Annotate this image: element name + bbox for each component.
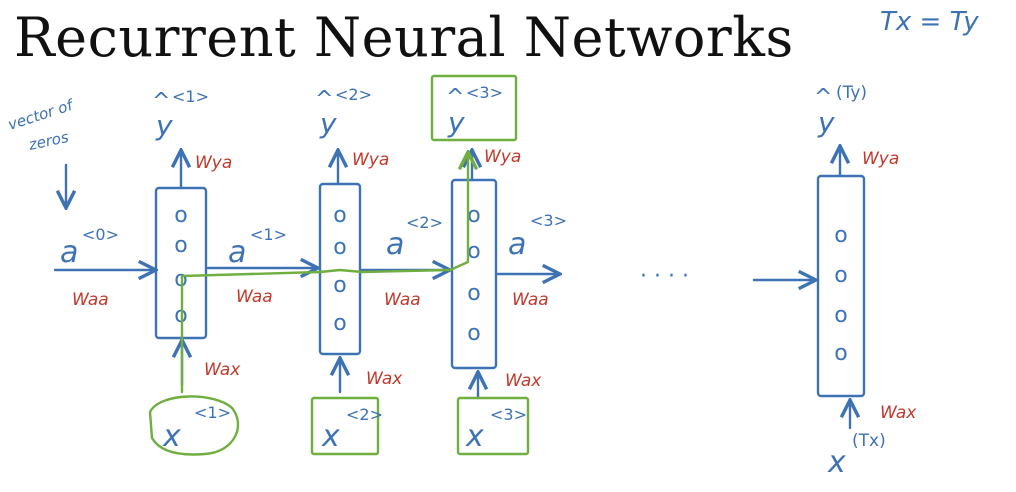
waa-label-2: Waa: [236, 287, 273, 307]
cell-3-unit-1: o: [467, 203, 480, 228]
wax-label-1: Wax: [204, 360, 241, 380]
cell-3-unit-2: o: [467, 239, 480, 264]
vector-of-zeros-note-line1: vector of: [6, 95, 78, 134]
cell-final-unit-1: o: [834, 223, 847, 248]
a3-label: a: [508, 227, 526, 262]
x-sup-3: <3>: [490, 405, 527, 424]
y-hat-1: y: [155, 109, 173, 142]
vector-of-zeros-note-line2: zeros: [26, 128, 70, 154]
wax-label-3: Wax: [505, 371, 542, 391]
time-step-3: o o o o Wya ^ <3> y Wax x <3>: [430, 74, 542, 456]
wya-label-2: Wya: [352, 150, 389, 170]
rnn-cell-3: [450, 178, 498, 370]
cell-final-unit-4: o: [834, 341, 847, 366]
x-label-1: x: [162, 419, 181, 454]
wya-label-3: Wya: [484, 147, 521, 167]
time-step-1: o o o o Wya ^ <1> y Wax x <1>: [148, 87, 241, 456]
time-step-final: o o o o Wya ^ (Ty) y Wax x (Tx): [814, 83, 917, 480]
x-sup-final: (Tx): [852, 431, 886, 451]
x-label-3: x: [465, 419, 484, 454]
waa-label-3: Waa: [384, 290, 421, 310]
y-hat-mark-2: ^: [315, 87, 333, 112]
cell-2-unit-3: o: [333, 273, 346, 298]
y-hat-3: y: [447, 106, 465, 139]
a0-superscript: <0>: [82, 225, 119, 244]
wya-label-final: Wya: [862, 149, 899, 169]
x-input-box-2: [310, 396, 380, 456]
cell-final-unit-2: o: [834, 263, 847, 288]
cell-final-unit-3: o: [834, 303, 847, 328]
y-hat-mark-3: ^: [446, 85, 464, 110]
time-step-2: o o o o Wya ^ <2> y Wax x <2>: [310, 85, 403, 456]
cell-2-unit-2: o: [333, 235, 346, 260]
cell-3-unit-3: o: [467, 281, 480, 306]
wax-label-final: Wax: [880, 403, 917, 423]
cell-1-unit-2: o: [174, 233, 187, 258]
cell-1-units: o: [174, 203, 187, 228]
slide-title: Recurrent Neural Networks: [14, 6, 794, 69]
corner-note: Tx = Ty: [880, 7, 979, 37]
a1-superscript: <1>: [250, 225, 287, 244]
y-hat-box-3: [430, 74, 518, 142]
wax-label-2: Wax: [366, 369, 403, 389]
cell-2-unit-4: o: [333, 311, 346, 336]
a1-label: a: [228, 235, 246, 270]
cell-2-unit-1: o: [333, 203, 346, 228]
y-hat-mark-1: ^: [152, 89, 170, 114]
x-sup-2: <2>: [346, 405, 383, 424]
y-sup-3: <3>: [466, 83, 503, 102]
y-hat-2: y: [319, 107, 337, 140]
y-sup-1: <1>: [172, 87, 209, 106]
wya-label-1: Wya: [195, 153, 232, 173]
y-sup-2: <2>: [335, 85, 372, 104]
y-sup-final: (Ty): [836, 83, 867, 103]
ellipsis: · · · ·: [640, 264, 689, 289]
a0-label: a: [60, 235, 78, 270]
waa-label-4: Waa: [512, 290, 549, 310]
x-input-box-3: [456, 396, 530, 456]
a2-label: a: [386, 227, 404, 262]
y-hat-mark-final: ^: [814, 85, 832, 110]
x-input-box-1: [148, 395, 240, 456]
waa-label-1: Waa: [72, 290, 109, 310]
x-sup-1: <1>: [194, 403, 231, 422]
rnn-cell-2: [318, 182, 362, 356]
x-label-2: x: [321, 419, 340, 454]
y-hat-final: y: [817, 106, 835, 139]
a3-superscript: <3>: [530, 211, 567, 230]
cell-3-unit-4: o: [467, 321, 480, 346]
highlight-path: [180, 152, 468, 394]
a2-superscript: <2>: [406, 213, 443, 232]
x-label-final: x: [827, 445, 846, 480]
